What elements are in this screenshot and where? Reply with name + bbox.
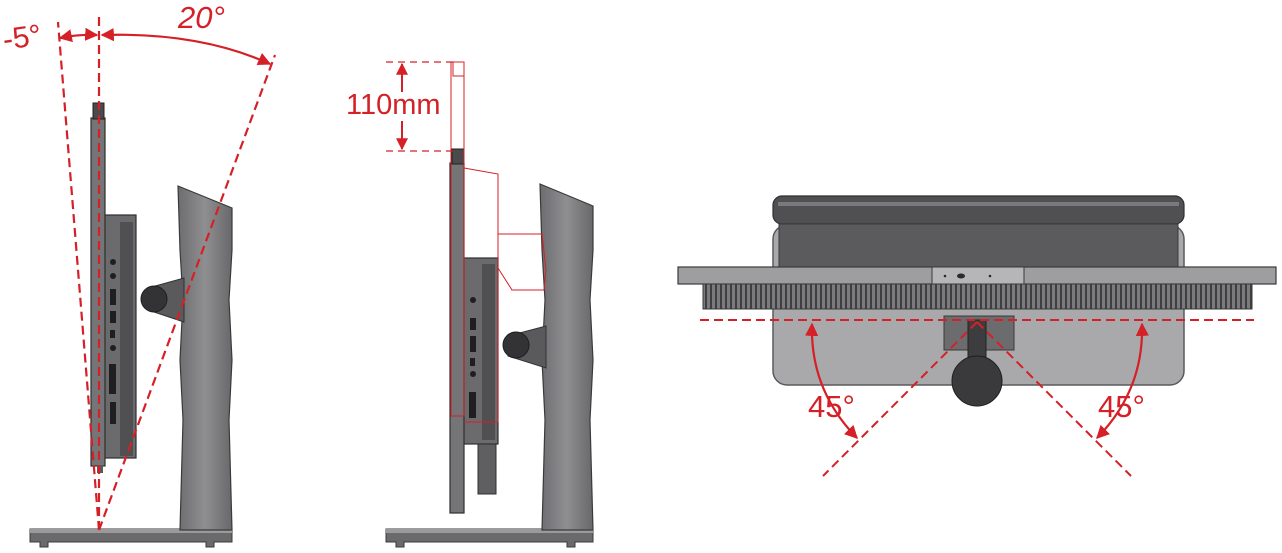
height-io-ports: [469, 297, 476, 418]
swivel-view: [677, 195, 1277, 477]
tilt-angle-lines: [56, 12, 277, 531]
height-hinge-knob: [502, 331, 530, 359]
swivel-hinge-knob: [951, 355, 1003, 407]
swivel-angle-lines: [700, 319, 1254, 477]
tilt-back-arc: [58, 27, 99, 43]
height-adjust-label: 110mm: [346, 89, 441, 121]
height-raised-outline: [450, 61, 547, 423]
tilt-forward-angle-label: 20°: [178, 0, 225, 35]
swivel-right-angle-label: 45°: [1098, 389, 1145, 424]
tilt-base: [29, 528, 233, 548]
swivel-vent-grille: [702, 283, 1253, 310]
swivel-left-arc: [805, 322, 858, 439]
height-view: [385, 61, 594, 548]
tilt-view: [29, 12, 277, 548]
tilt-hinge-knob: [140, 285, 168, 313]
tilt-forward-arc: [100, 28, 272, 66]
tilt-back-angle-label: -5°: [0, 18, 44, 57]
swivel-left-angle-label: 45°: [808, 389, 855, 424]
swivel-right-arc: [1096, 322, 1149, 439]
height-stand-column: [539, 183, 594, 531]
tilt-base-highlight: [30, 529, 232, 533]
tilt-io-ports: [109, 259, 116, 424]
height-base: [385, 528, 594, 548]
tilt-stand-column: [177, 185, 233, 531]
height-display-panel: [449, 162, 465, 514]
swivel-rear-rail: [772, 195, 1185, 225]
height-camera: [451, 148, 465, 165]
swivel-rear-panel: [778, 223, 1179, 268]
